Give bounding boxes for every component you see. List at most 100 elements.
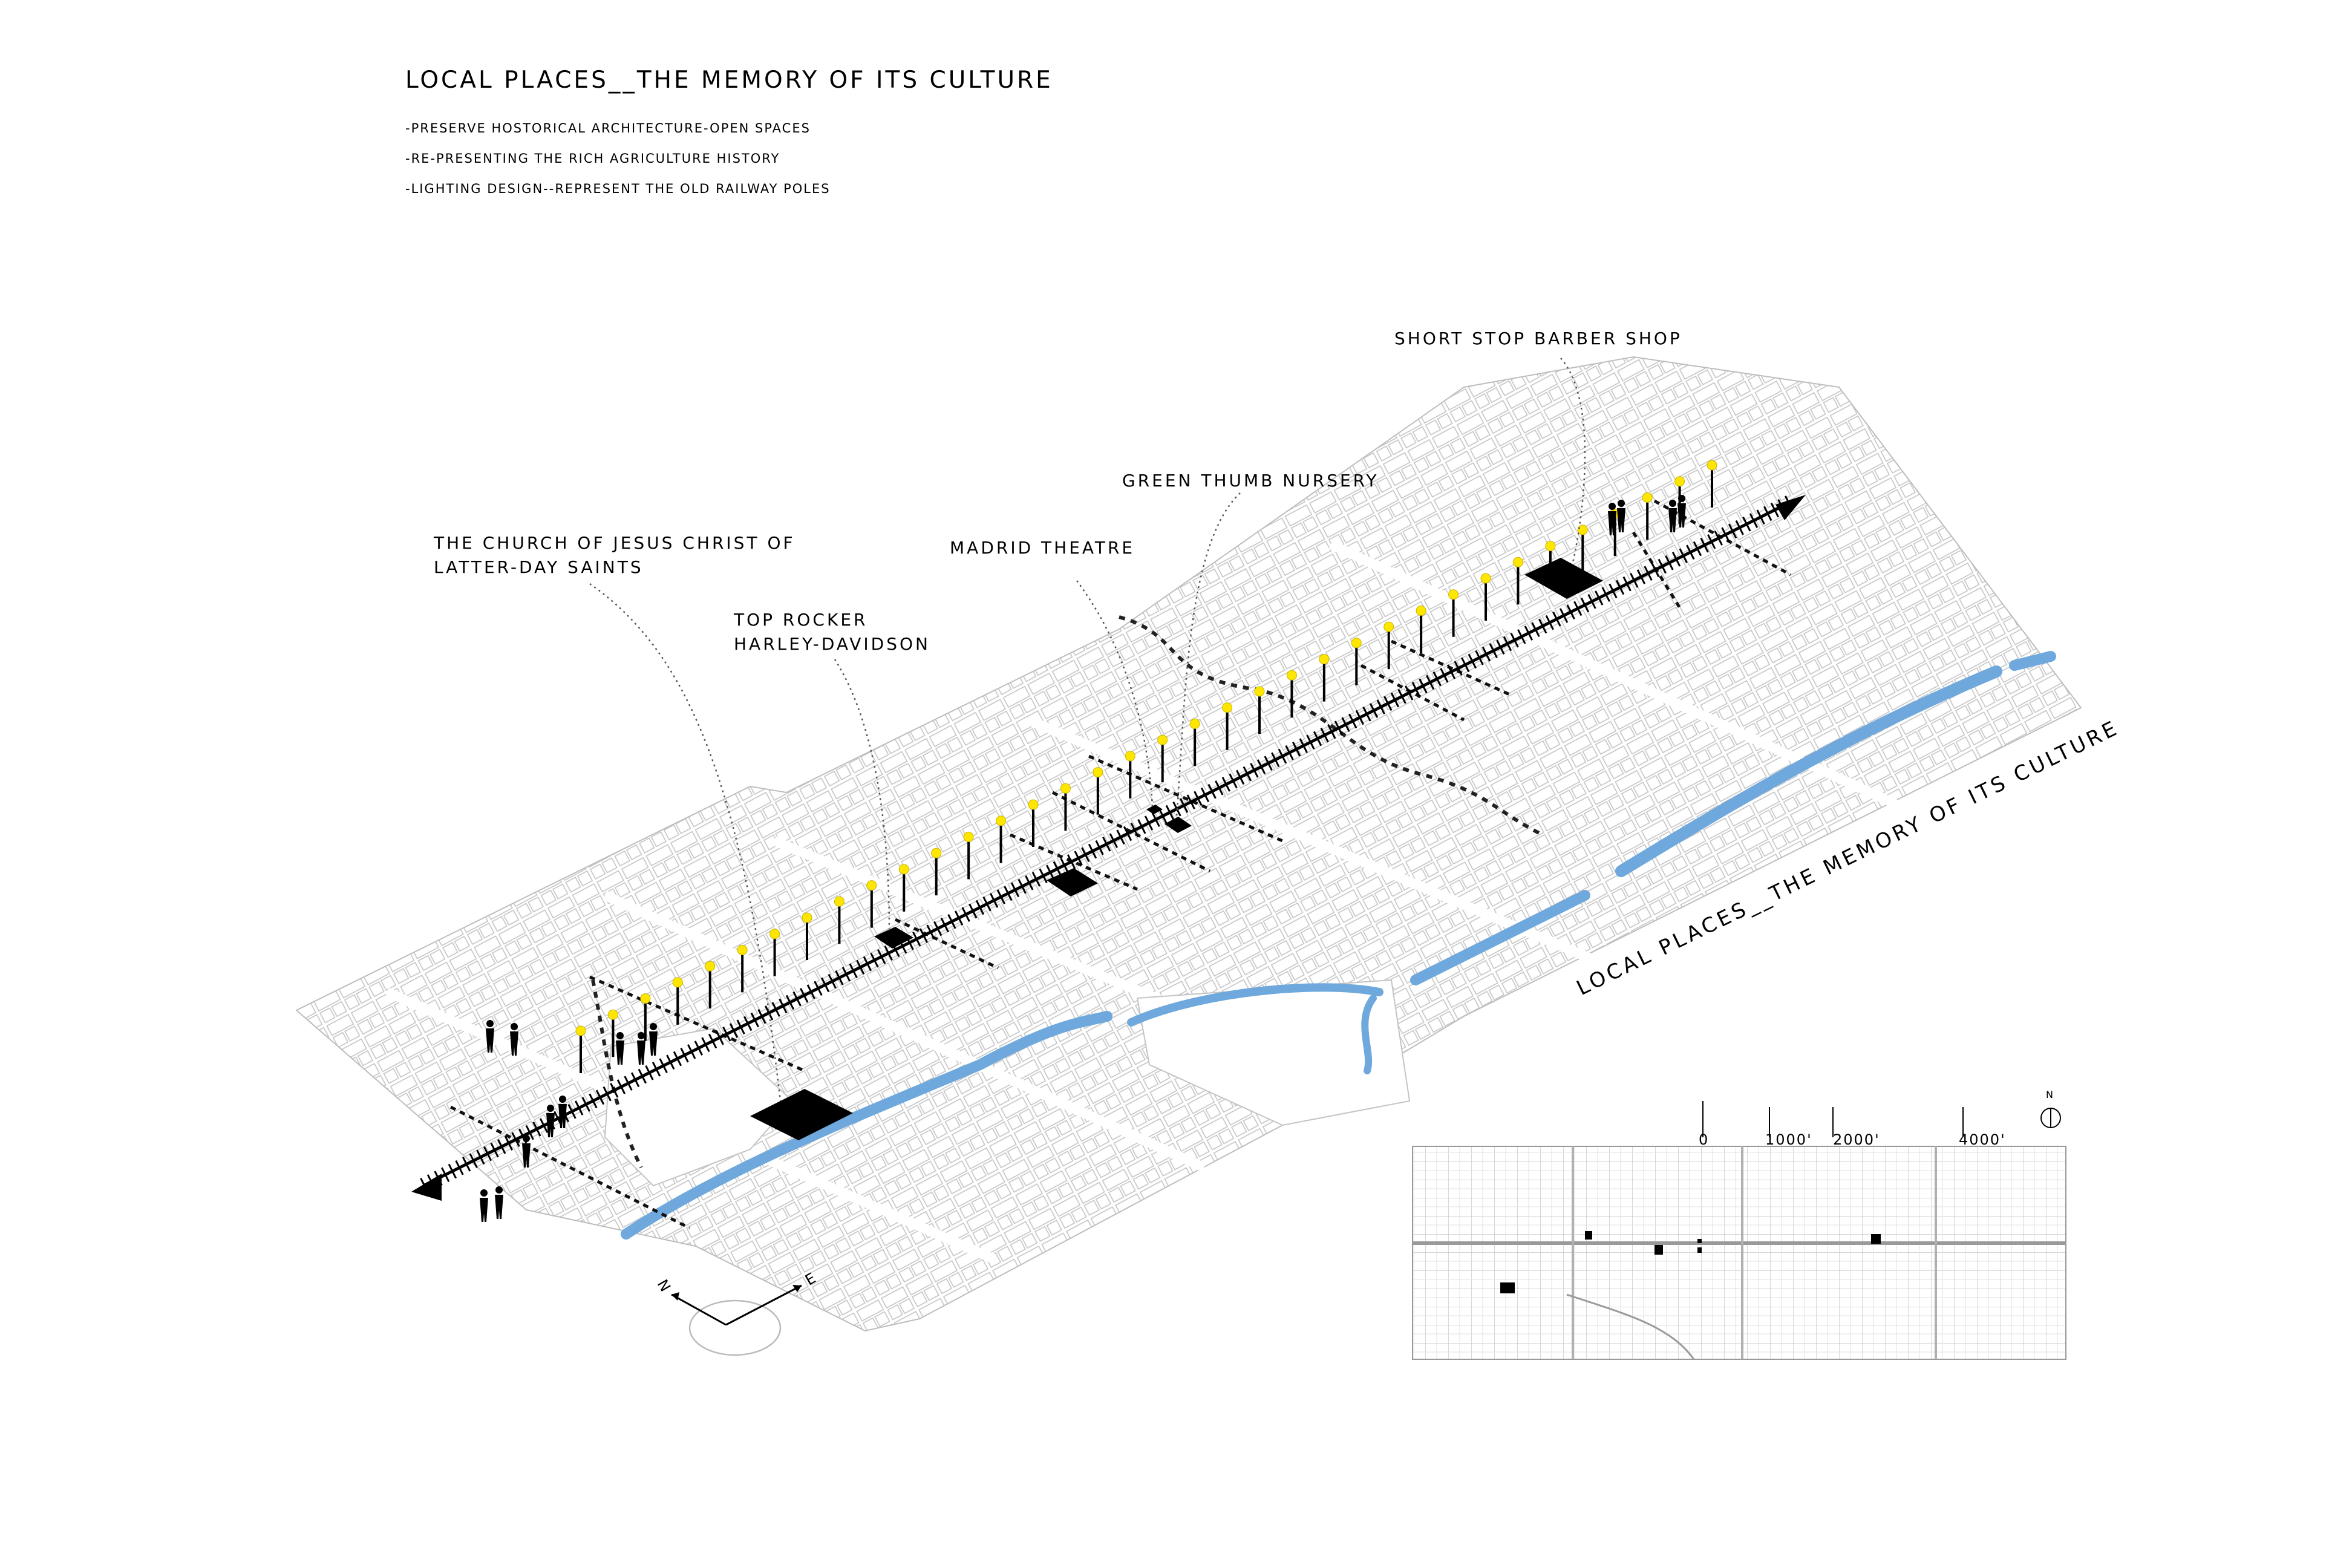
inset-marker-church [1500, 1282, 1515, 1293]
person-head [638, 1032, 645, 1039]
person-head [1669, 500, 1676, 507]
person-body [616, 1040, 624, 1065]
inset-marker-greenthumb [1697, 1239, 1702, 1243]
lamp-light [705, 961, 716, 972]
scale-tick-2000: 2000' [1833, 1131, 1880, 1148]
madrid-theatre-building [1047, 868, 1098, 897]
lamp-light [963, 831, 974, 842]
lamp-light [1125, 751, 1135, 762]
lamp-light [1286, 670, 1297, 681]
lamp-light [996, 815, 1007, 826]
lamp-light [1319, 654, 1330, 665]
person-body [510, 1031, 518, 1056]
inset-marker-greenthumb-2 [1697, 1247, 1702, 1253]
inset-map [1412, 1146, 2066, 1360]
lamp-light [1512, 557, 1523, 567]
lamp-light [1093, 767, 1103, 778]
person-head [486, 1020, 494, 1027]
person-head [511, 1023, 518, 1030]
lamp-light [1480, 573, 1491, 584]
park-west [604, 1027, 794, 1187]
person-head [1609, 503, 1616, 510]
inset-marker-toprocker [1585, 1231, 1592, 1240]
lamp-light [1383, 621, 1394, 632]
scale-tick-4000: 4000' [1959, 1131, 2006, 1148]
bullet-item: -LIGHTING DESIGN--REPRESENT THE OLD RAIL… [405, 181, 831, 196]
leader-lines [589, 358, 1586, 1102]
green-thumb-building-small [1146, 805, 1163, 814]
lamp-light [1028, 799, 1039, 810]
lamp-light [1351, 638, 1362, 648]
dotted-routes [591, 615, 1544, 1169]
lamp-light [1254, 686, 1265, 697]
person-head [1618, 500, 1625, 507]
corridor-arrow-west [411, 1174, 442, 1201]
church-building [750, 1089, 853, 1140]
lamp-light [1448, 589, 1459, 600]
person-body [1608, 511, 1616, 535]
barber-label: SHORT STOP BARBER SHOP [1394, 328, 1682, 348]
person-head [547, 1105, 554, 1112]
lamp-light [834, 896, 844, 907]
lamp-light [1577, 524, 1588, 535]
person-head [480, 1189, 488, 1197]
open-space-south [1136, 979, 1411, 1126]
lamp-light [1060, 783, 1071, 794]
person-body [649, 1031, 658, 1056]
church-label-line1: THE CHURCH OF JESUS CHRIST OF [434, 533, 795, 553]
ground-compass [671, 1284, 802, 1356]
lamp-light [1189, 718, 1200, 729]
inset-marker-barber [1871, 1234, 1881, 1244]
corridor-arrow-east [1775, 495, 1806, 520]
lamp-light [1416, 605, 1426, 616]
person-body [1677, 503, 1686, 528]
barber-shop-building [1524, 558, 1603, 599]
person-head [559, 1096, 566, 1103]
bullet-item: -RE-PRESENTING THE RICH AGRICULTURE HIST… [405, 151, 780, 166]
lamp-light [575, 1025, 586, 1036]
scale-north-letter: N [2046, 1089, 2054, 1100]
person-head [616, 1032, 624, 1039]
person-body [522, 1143, 531, 1168]
main-corridor [411, 495, 1806, 1201]
inset-marker-madrid [1655, 1245, 1663, 1255]
toprocker-label-line1: TOP ROCKER [734, 610, 868, 630]
person-head [495, 1186, 503, 1194]
people-silhouettes [480, 495, 1686, 1222]
lamp-light [866, 880, 877, 891]
person-body [546, 1113, 555, 1137]
lamp-light [1707, 460, 1717, 471]
cross-street-arrows [449, 494, 1792, 1230]
person-body [495, 1195, 503, 1219]
person-body [486, 1028, 494, 1053]
lamp-light [672, 977, 683, 988]
person-body [1617, 508, 1625, 532]
person-body [480, 1198, 488, 1222]
person-body [637, 1040, 645, 1065]
person-head [523, 1135, 530, 1142]
bullet-item: -PRESERVE HOSTORICAL ARCHITECTURE-OPEN S… [405, 121, 811, 136]
green-thumb-building [1165, 817, 1192, 833]
lamp-light [1222, 702, 1233, 713]
toprocker-label: TOP ROCKER HARLEY-DAVIDSON [734, 608, 930, 656]
lamp-light [931, 848, 942, 858]
greenthumb-label: GREEN THUMB NURSERY [1122, 471, 1379, 491]
lamp-light [640, 993, 651, 1004]
page-title: LOCAL PLACES__THE MEMORY OF ITS CULTURE [405, 67, 1053, 94]
lamp-light [1642, 492, 1653, 503]
lamp-light [1674, 476, 1685, 487]
scale-tick-1000: 1000' [1765, 1131, 1812, 1148]
lamp-light [1157, 734, 1168, 745]
scale-bar [1702, 1101, 1964, 1137]
toprocker-label-line2: HARLEY-DAVIDSON [734, 634, 931, 654]
person-head [650, 1023, 657, 1030]
local-place-buildings [750, 558, 1603, 1140]
light-poles [575, 460, 1717, 1073]
scale-tick-0: 0 [1699, 1131, 1710, 1148]
lamp-light [898, 864, 909, 875]
church-label: THE CHURCH OF JESUS CHRIST OF LATTER-DAY… [434, 531, 795, 580]
lamp-light [802, 912, 812, 923]
scale-north-compass [2040, 1108, 2061, 1128]
person-head [1678, 495, 1685, 502]
